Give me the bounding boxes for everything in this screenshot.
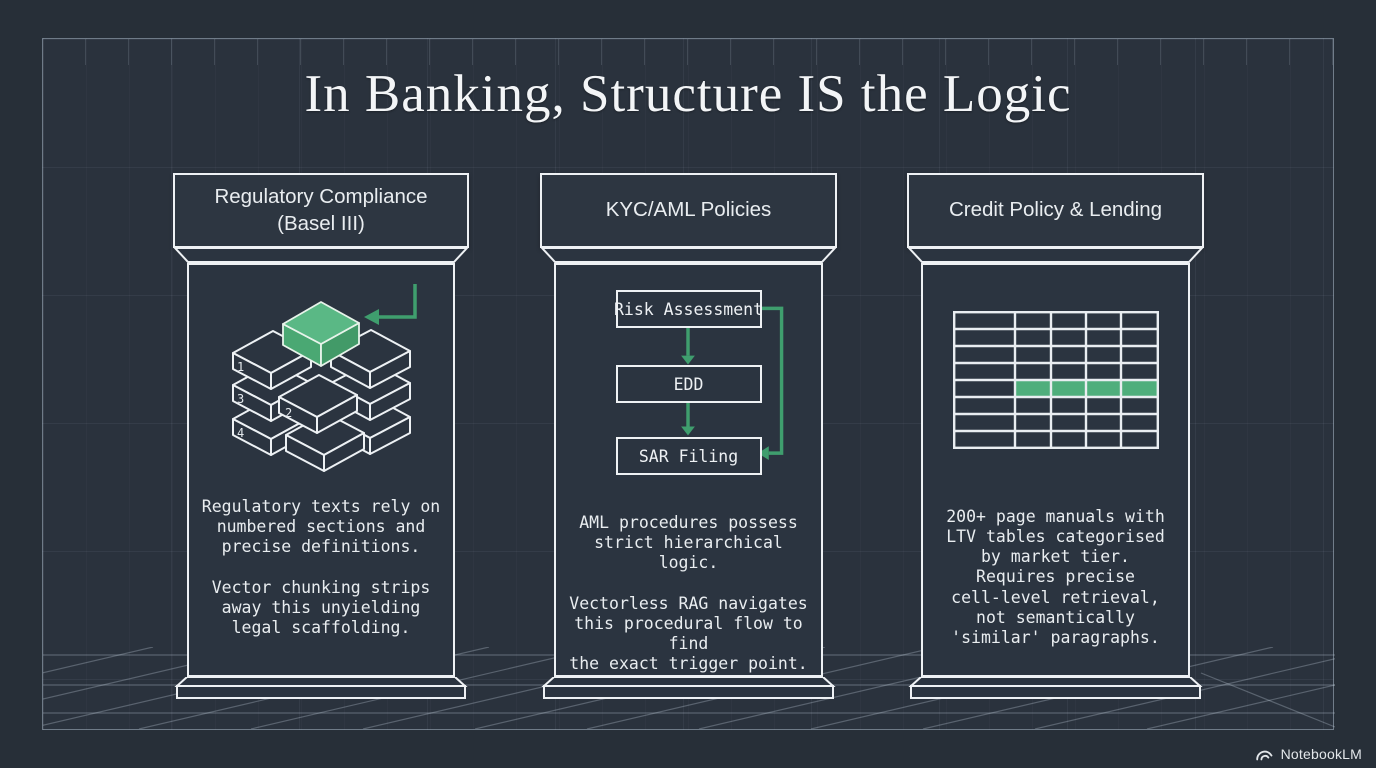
pillar-body-kyc-aml: AML procedures possess strict hierarchic… (569, 513, 808, 673)
pillar-credit-policy: Credit Policy & Lending (907, 173, 1204, 701)
aml-flowchart: Risk Assessment EDD SAR Filing (556, 265, 821, 487)
blueprint-frame: In Banking, Structure IS the Logic Regul… (42, 38, 1335, 730)
brand-name: NotebookLM (1280, 746, 1362, 762)
pillar-base (174, 677, 468, 699)
stack-layer-top: 1 (232, 329, 411, 390)
pillar-header-credit-policy: Credit Policy & Lending (907, 173, 1204, 248)
flow-node-risk-assessment: Risk Assessment (614, 290, 763, 328)
block-label-4: 4 (237, 426, 244, 440)
page-title: In Banking, Structure IS the Logic (304, 65, 1072, 123)
pillar-regulatory-compliance: Regulatory Compliance (Basel III) 4 (173, 173, 469, 701)
pillar-header-regulatory: Regulatory Compliance (Basel III) (173, 173, 469, 248)
footer-brand: NotebookLM (1255, 746, 1362, 762)
pillar-body-credit-policy: 200+ page manuals with LTV tables catego… (946, 507, 1165, 647)
pillar-shaft-credit-policy: 200+ page manuals with LTV tables catego… (921, 263, 1190, 677)
flow-node-edd: EDD (615, 365, 762, 403)
pillar-capital (540, 248, 837, 263)
pillar-body-regulatory: Regulatory texts rely on numbered sectio… (201, 497, 441, 637)
ltv-table-grid (952, 311, 1159, 449)
pillar-shaft-kyc-aml: Risk Assessment EDD SAR Filing AML proce… (554, 263, 823, 677)
pillar-header-kyc-aml: KYC/AML Policies (540, 173, 837, 248)
block-label-1: 1 (237, 360, 244, 374)
isometric-block-stack: 4 3 2 (232, 284, 417, 472)
pillar-base (541, 677, 836, 699)
pillar-base (908, 677, 1203, 699)
block-label-2: 2 (285, 406, 292, 420)
pointer-arrow-icon (364, 284, 417, 325)
notebooklm-logo-icon (1255, 750, 1273, 760)
highlighted-green-block (282, 301, 360, 367)
pillar-capital (907, 248, 1204, 263)
block-label-3: 3 (237, 392, 244, 406)
pillar-kyc-aml: KYC/AML Policies Risk A (540, 173, 837, 701)
flow-node-sar-filing: SAR Filing (615, 437, 762, 475)
pillar-capital (173, 248, 469, 263)
pillar-shaft-regulatory: 4 3 2 (187, 263, 455, 677)
